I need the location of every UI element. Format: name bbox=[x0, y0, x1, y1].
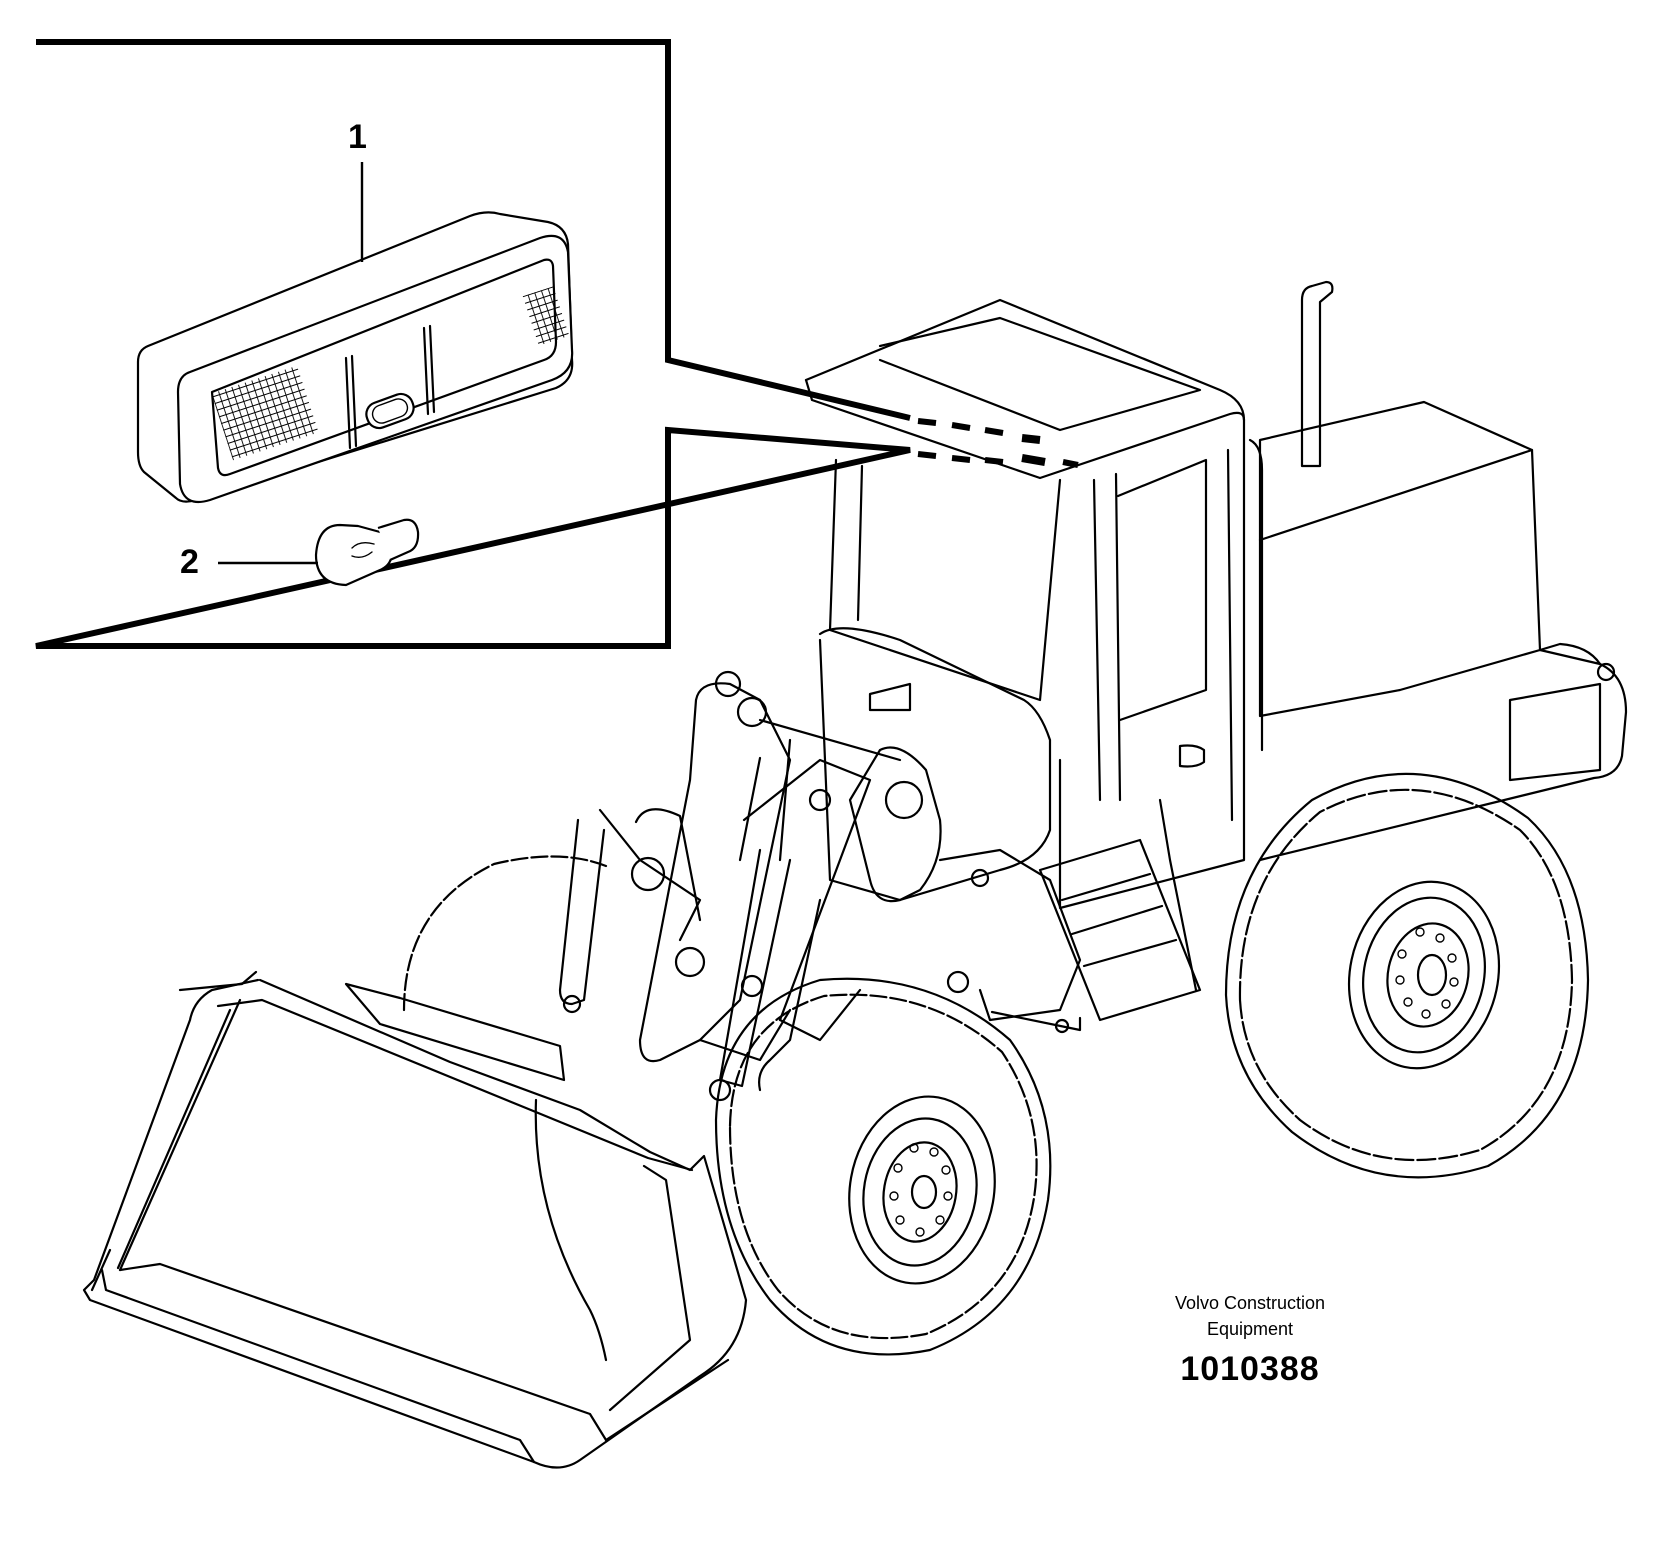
lift-arms bbox=[558, 670, 942, 1102]
inset-pointer-dashes bbox=[917, 418, 1079, 468]
work-lamp bbox=[136, 211, 574, 504]
callout-2-label: 2 bbox=[180, 543, 199, 581]
bulb bbox=[314, 518, 420, 587]
wheel-loader bbox=[82, 280, 1628, 1469]
callout-1-label: 1 bbox=[348, 118, 367, 156]
chassis-steps bbox=[938, 798, 1202, 1034]
manufacturer-line-2: Equipment bbox=[1206, 1319, 1294, 1339]
rear-body bbox=[1258, 280, 1628, 862]
front-wheel bbox=[714, 977, 1052, 1356]
bucket bbox=[82, 970, 748, 1469]
document-number: 1010388 bbox=[1180, 1350, 1320, 1388]
manufacturer-line-1: Volvo Construction bbox=[1174, 1293, 1326, 1313]
rear-wheel bbox=[1224, 772, 1590, 1179]
rear-wheel-nuts bbox=[1395, 927, 1459, 1019]
cab bbox=[804, 298, 1264, 910]
front-wheel-nuts bbox=[889, 1143, 953, 1237]
manufacturer-label: Volvo Construction Equipment bbox=[1140, 1290, 1360, 1342]
